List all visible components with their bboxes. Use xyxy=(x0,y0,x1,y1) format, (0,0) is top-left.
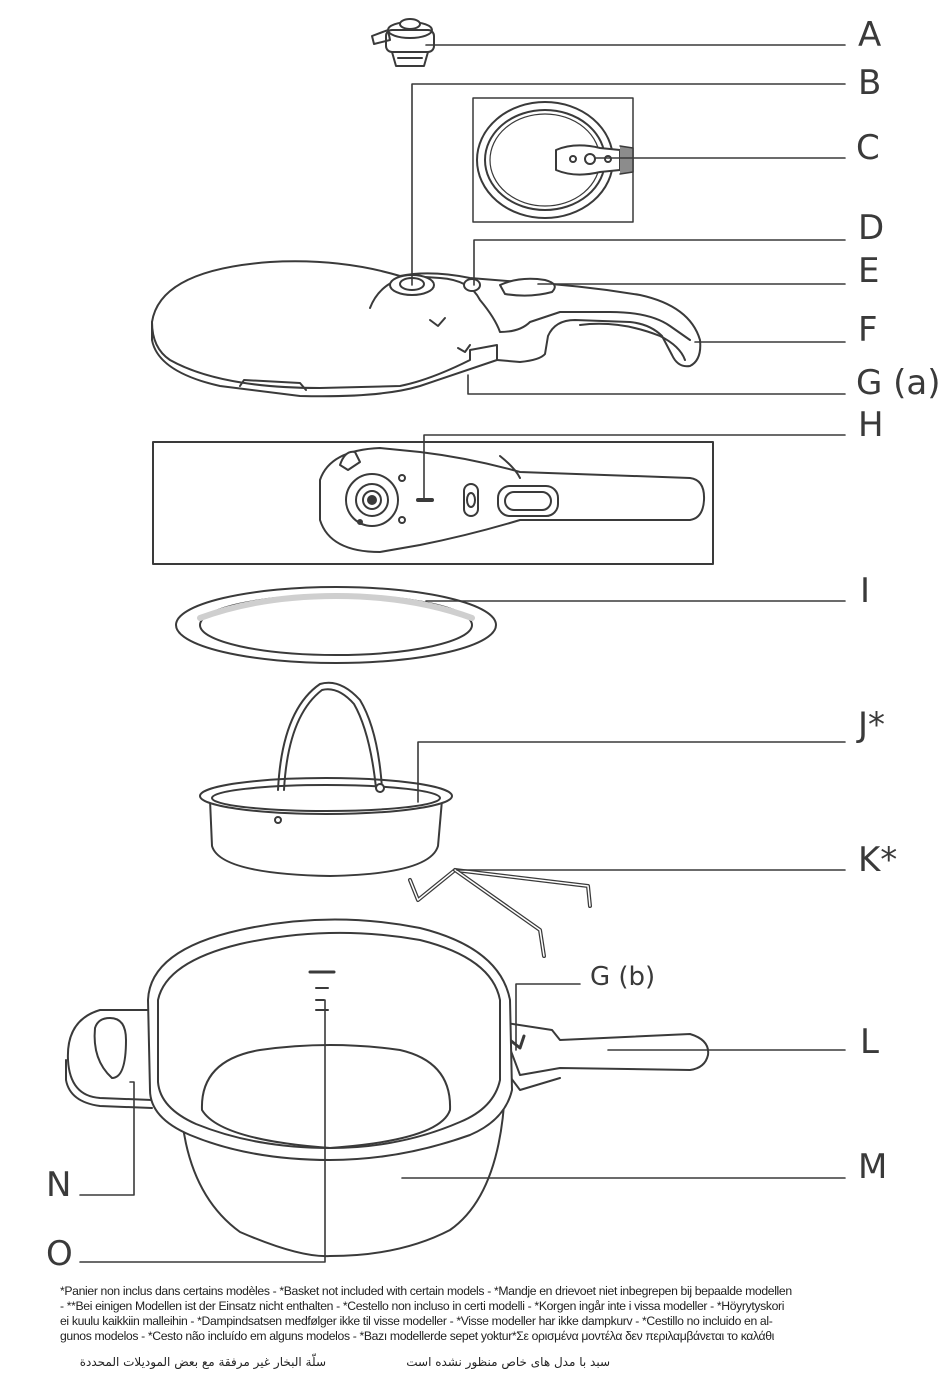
label-e: E xyxy=(858,251,880,291)
part-pot-body xyxy=(65,918,710,1258)
label-h: H xyxy=(858,405,884,445)
label-j: J* xyxy=(858,705,886,745)
label-n: N xyxy=(46,1165,72,1205)
label-l: L xyxy=(860,1022,879,1062)
label-i: I xyxy=(860,571,871,611)
part-i-gasket xyxy=(175,586,497,664)
footnote-arabic: سلّة البخار غير مرفقة مع بعض الموديلات ا… xyxy=(79,1355,326,1369)
label-g-a: G (a) xyxy=(856,363,941,403)
label-c: C xyxy=(856,128,880,168)
label-a: A xyxy=(858,15,882,55)
part-h-handle-detail xyxy=(152,441,714,565)
footnote-line-2: - **Bei einigen Modellen ist der Einsatz… xyxy=(60,1299,785,1313)
part-lid-assembly xyxy=(151,260,702,398)
part-k-trivet xyxy=(408,868,592,958)
label-m: M xyxy=(858,1147,888,1187)
part-a-operating-valve xyxy=(371,18,435,67)
pressure-cooker-exploded-diagram xyxy=(65,18,846,1263)
label-d: D xyxy=(858,208,885,248)
footnote-line-1: *Panier non inclus dans certains modèles… xyxy=(60,1284,792,1298)
part-j-steam-basket xyxy=(199,681,453,877)
label-o: O xyxy=(46,1234,73,1274)
leader-lines xyxy=(79,44,846,1263)
footnote-basket-disclaimer: *Panier non inclus dans certains modèles… xyxy=(60,1284,894,1344)
footnote-line-3: ei kuulu kaikkiin malleihin - *Dampindsa… xyxy=(60,1314,773,1328)
label-f: F xyxy=(858,310,878,350)
label-b: B xyxy=(858,63,882,103)
label-g-b: G (b) xyxy=(590,962,656,992)
footnote-persian: سبد با مدل های خاص منظور نشده است xyxy=(406,1355,610,1369)
part-c-lid-top-view xyxy=(472,97,634,223)
footnote-line-4: gunos modelos - *Cesto não incluído em a… xyxy=(60,1329,775,1343)
label-k: K* xyxy=(858,840,898,880)
